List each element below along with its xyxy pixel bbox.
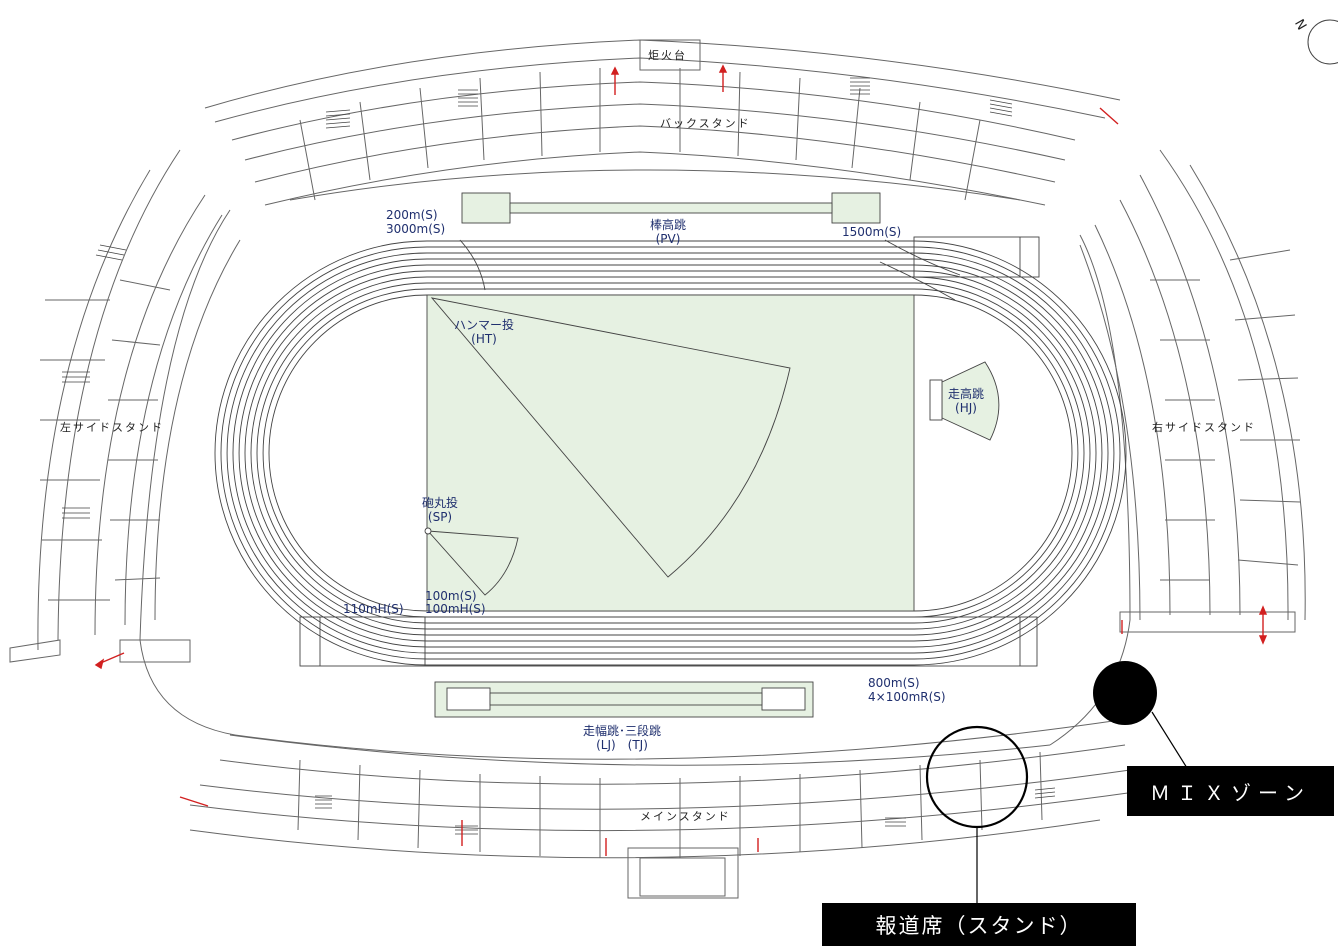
high-jump-code: (HJ) xyxy=(955,401,977,415)
hammer-sector xyxy=(430,297,791,578)
mix-zone-marker[interactable] xyxy=(1093,661,1157,725)
north-compass: N xyxy=(1291,17,1338,65)
shot-put-sector xyxy=(426,530,519,596)
start-110mh: 110mH(S) xyxy=(343,602,404,616)
left-stand-label: 左サイドスタンド xyxy=(60,421,164,434)
back-stand-label: バックスタンド xyxy=(660,117,751,130)
high-jump-area xyxy=(941,361,1000,441)
start-1500m: 1500m(S) xyxy=(842,225,901,239)
start-4x100mr: 4×100mR(S) xyxy=(868,690,946,704)
exit-arrows xyxy=(94,64,1268,856)
start-800m: 800m(S) xyxy=(868,676,920,690)
shot-put-code: (SP) xyxy=(428,510,452,524)
high-jump-name: 走高跳 xyxy=(948,386,984,401)
stairways xyxy=(62,77,1056,835)
pole-vault-name: 棒高跳 xyxy=(650,217,686,232)
press-seats-callout[interactable]: 報道席（スタンド） xyxy=(822,903,1136,946)
start-100m: 100m(S) xyxy=(425,589,477,603)
hammer-name: ハンマー投 xyxy=(454,317,514,332)
start-100mh: 100mH(S) xyxy=(425,602,486,616)
pole-vault-runway xyxy=(461,192,881,224)
mix-zone-leader xyxy=(1151,711,1188,769)
mix-zone-callout[interactable]: ＭＩＸゾーン xyxy=(1127,766,1334,816)
start-200m: 200m(S) xyxy=(386,208,438,222)
start-3000m: 3000m(S) xyxy=(386,222,445,236)
running-track xyxy=(214,236,1127,667)
pole-vault-code: (PV) xyxy=(656,232,681,246)
hammer-code: (HT) xyxy=(471,332,497,346)
shot-put-name: 砲丸投 xyxy=(422,495,458,510)
main-stand-label: メインスタンド xyxy=(640,810,731,823)
press-seats-marker[interactable] xyxy=(925,725,1029,829)
right-stand-label: 右サイドスタンド xyxy=(1152,420,1256,434)
torch-label: 炬火台 xyxy=(648,48,687,62)
long-jump-name: 走幅跳･三段跳 xyxy=(583,723,661,738)
north-letter: N xyxy=(1291,17,1309,33)
long-jump-runway xyxy=(434,681,814,718)
long-jump-code: (LJ) (TJ) xyxy=(596,738,648,752)
